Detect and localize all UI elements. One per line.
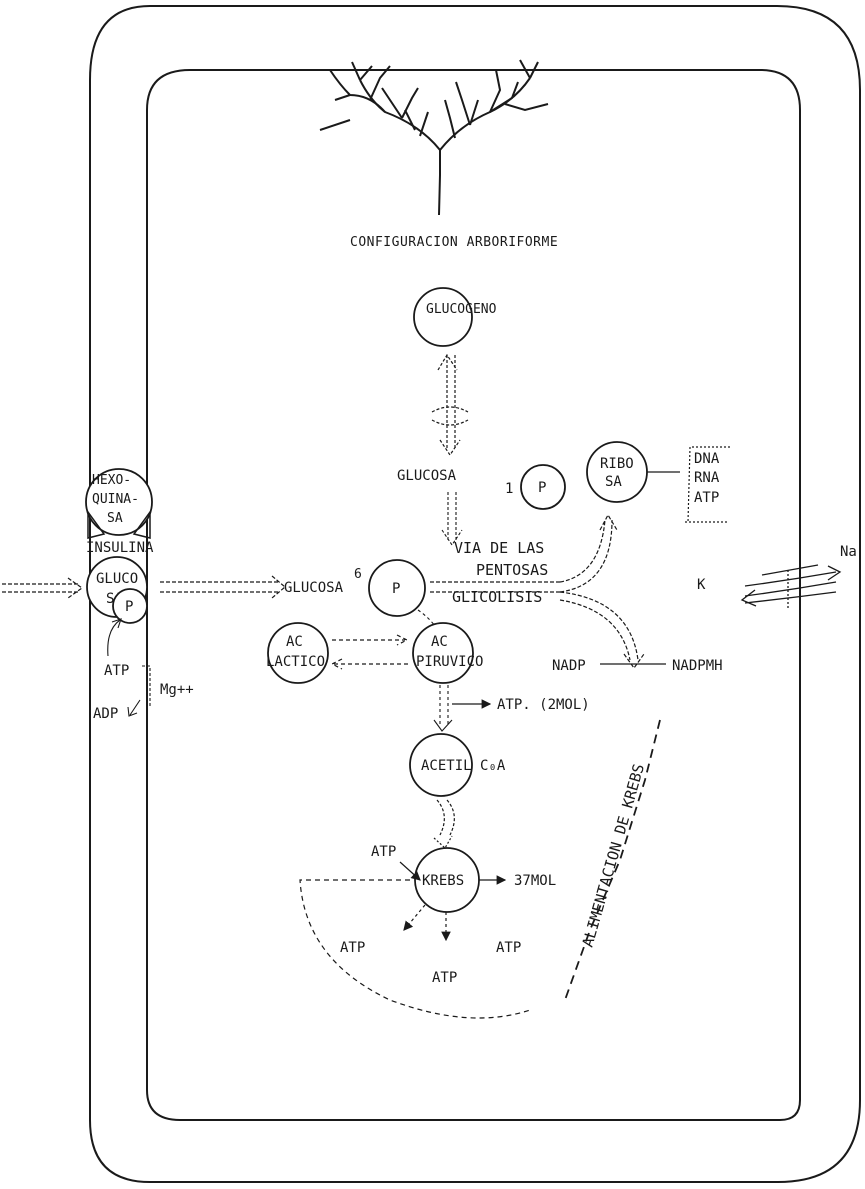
piruvico-down-arrowhead	[434, 720, 452, 731]
entry-arrow	[2, 578, 82, 598]
phosphate-one-label: P	[538, 480, 546, 496]
six-superscript: 6	[354, 567, 362, 582]
glucogeno-node	[414, 288, 472, 346]
ribosa-label-line2: SA	[605, 474, 622, 490]
atp-left-label: ATP	[104, 663, 129, 679]
dna-label: DNA	[694, 451, 720, 467]
glucosa-membrane-line1: GLUCO	[96, 571, 138, 587]
k-label: K	[697, 577, 706, 593]
adp-arrow	[128, 700, 140, 716]
sodium-pump-arrows	[742, 565, 840, 610]
one-label: 1	[505, 481, 513, 497]
hexoquinasa-label-line2: QUINA-	[92, 492, 139, 507]
hexoquinasa-label-line3: SA	[107, 511, 123, 526]
ribosa-node	[587, 442, 647, 502]
glucogeno-label: GLUCOGENO	[426, 302, 497, 317]
ac-lactico-visible	[268, 623, 328, 683]
glucosa6-label: GLUCOSA	[284, 580, 344, 596]
nadp-label: NADP	[552, 658, 586, 674]
ac-piruvico-line1: AC	[431, 634, 448, 650]
glucosa-down-arrow	[442, 492, 462, 545]
ac-piruvico-node	[413, 623, 473, 683]
rna-label: RNA	[694, 470, 720, 486]
glicolisis-label: GLICOLISIS	[452, 588, 542, 606]
atp-to-phosphate-arrow	[108, 619, 121, 656]
lactico-to-piruvico-arrow	[332, 659, 408, 669]
ac-lactico-line2: LACTICO	[266, 654, 325, 670]
atp-ribosa-label: ATP	[694, 490, 719, 506]
glucosa-to-g6p-arrow	[160, 576, 285, 598]
hexoquinasa-label-line1: HEXO-	[92, 473, 131, 488]
via-pentosas-line1: VIA DE LAS	[454, 539, 544, 557]
nadpmh-label: NADPMH	[672, 658, 723, 674]
ac-lactico-line1: AC	[286, 634, 303, 650]
glucosa-label: GLUCOSA	[397, 468, 457, 484]
piruvico-to-lactico-arrow	[332, 635, 407, 645]
diagram-title: CONFIGURACION ARBORIFORME	[350, 235, 558, 250]
ac-piruvico-line2: PIRUVICO	[416, 654, 483, 670]
via-pentosas-line2: PENTOSAS	[476, 561, 548, 579]
mg-label: Mg++	[160, 682, 194, 698]
phosphate-main-label: P	[392, 581, 400, 597]
insulina-label: INSULINA	[86, 540, 154, 556]
adp-left-label: ADP	[93, 706, 118, 722]
arboriform-tree-icon	[320, 60, 548, 215]
piruvico-down-arrow	[440, 685, 448, 725]
atp-2mol-label: ATP. (2MOL)	[497, 697, 590, 713]
phosphate-small-label: P	[125, 599, 133, 615]
na-label: Na	[840, 544, 857, 560]
ribosa-label-line1: RIBO	[600, 456, 634, 472]
glycogen-glucose-arrows	[432, 355, 468, 455]
